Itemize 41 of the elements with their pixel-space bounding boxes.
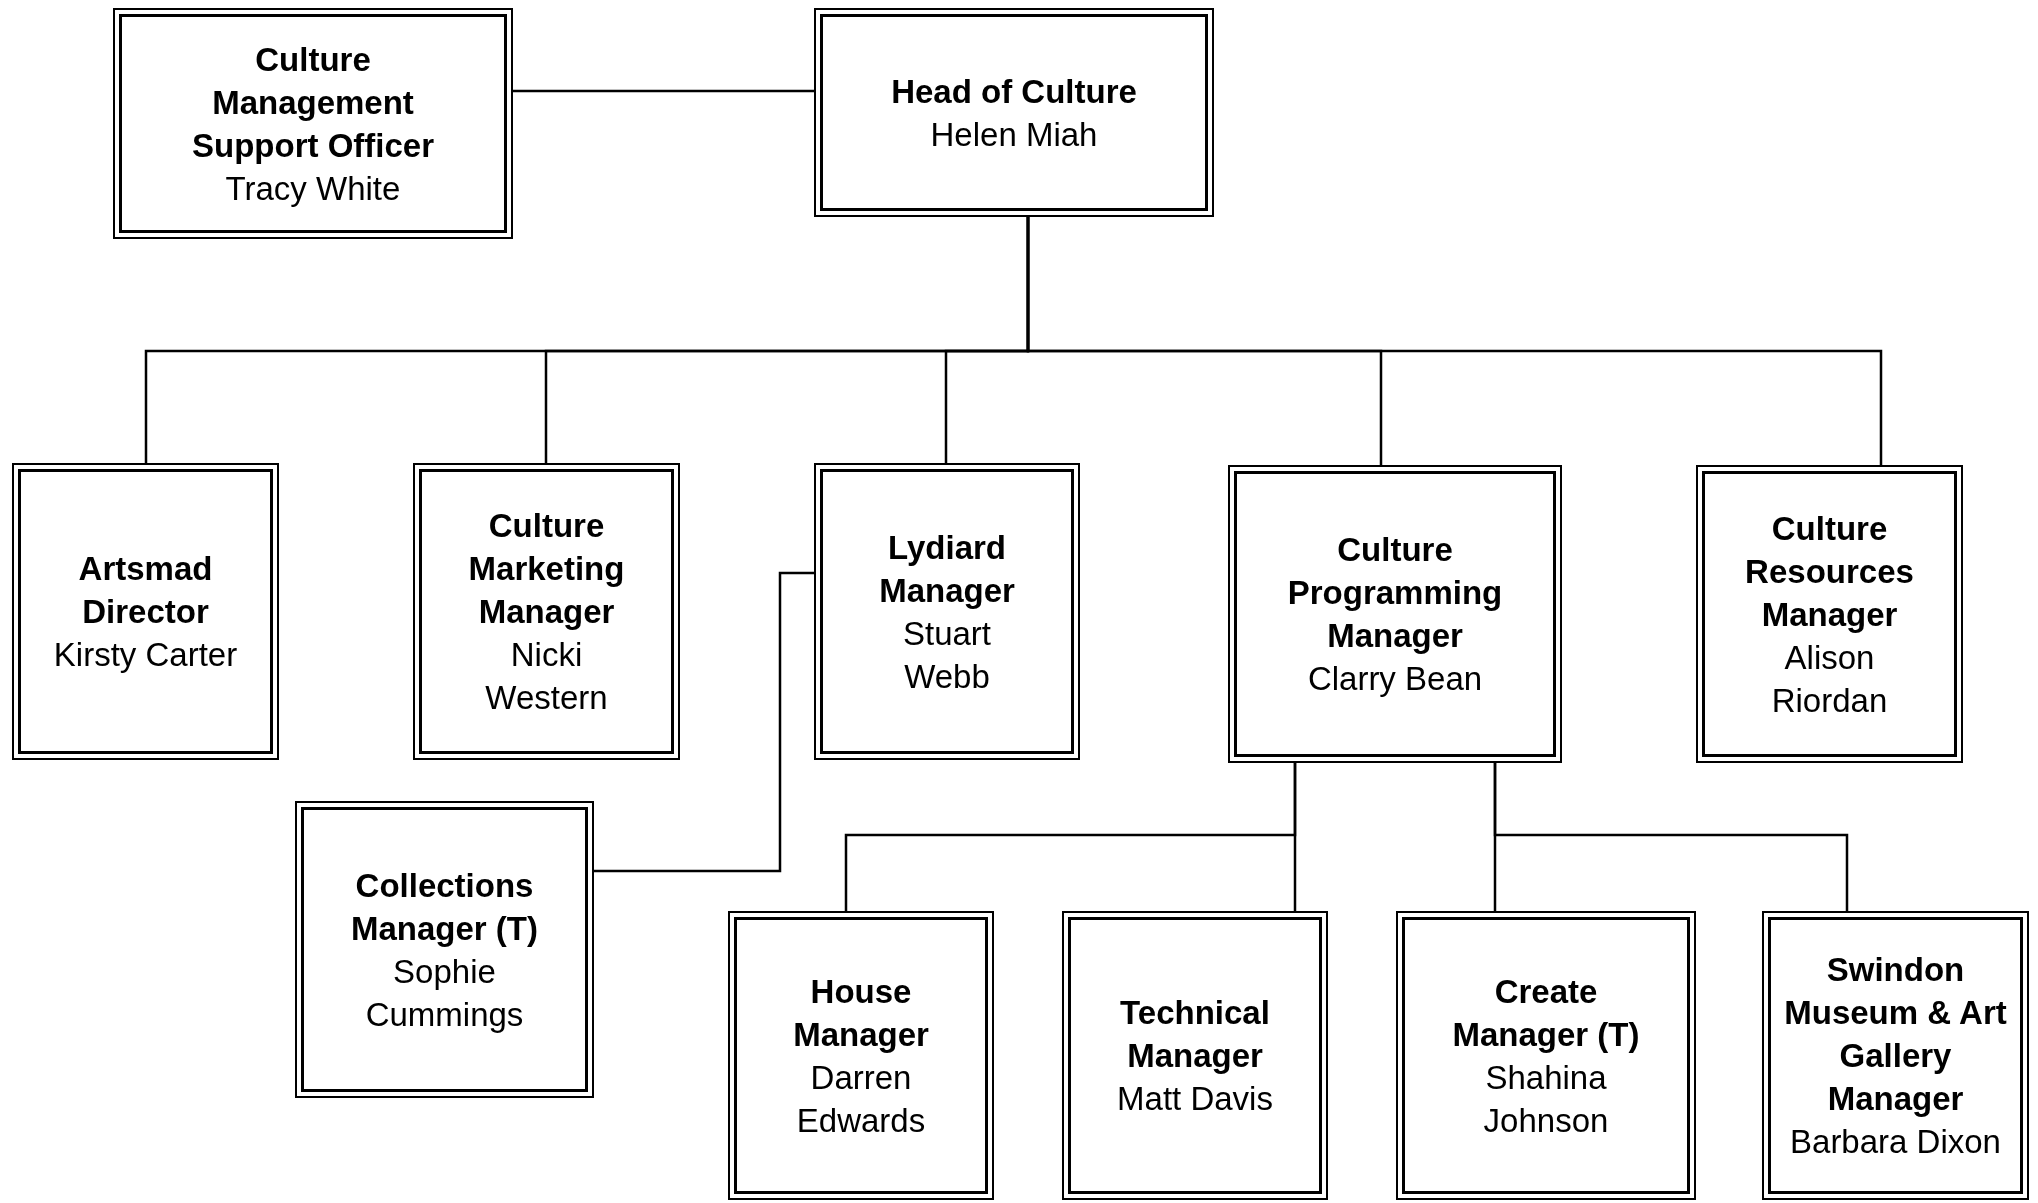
person-name: Helen Miah [930,114,1098,155]
org-chart-box [113,8,513,239]
person-name: Tracy White [225,168,401,209]
job-title: Technical Manager [1119,993,1271,1076]
person-name: Matt Davis [1117,1079,1273,1119]
org-chart-box [295,801,594,1098]
connector-line [594,571,814,873]
person-name: Shahina Johnson [1482,1057,1610,1141]
org-chart-box [413,463,680,760]
job-title: Culture Programming Manager [1286,530,1504,656]
job-title: Head of Culture [891,71,1137,112]
person-name: Nicki Western [484,635,609,718]
person-name: Barbara Dixon [1790,1122,2001,1162]
org-chart-box [1396,911,1696,1200]
job-title: Create Manager (T) [1451,971,1641,1055]
connector-line [1493,763,1849,911]
job-title: Collections Manager (T) [350,865,539,949]
org-chart-box [1228,465,1562,763]
job-title: Culture Management Support Officer [191,39,435,166]
org-chart-box [814,8,1214,217]
org-chart-box [814,463,1080,760]
job-title: Culture Resources Manager [1744,508,1915,635]
job-title: Artsmad Director [77,549,214,632]
person-name: Clarry Bean [1307,659,1483,699]
connector-line [1293,763,1297,911]
person-name: Stuart Webb [901,613,992,697]
org-chart-box [728,911,994,1200]
connector-line [513,89,814,93]
person-name: Darren Edwards [795,1057,927,1141]
person-name: Alison Riordan [1770,637,1889,721]
org-chart-box [12,463,279,760]
org-chart-box [1696,465,1963,763]
person-name: Sophie Cummings [364,951,525,1035]
org-chart-box [1762,911,2029,1200]
job-title: Culture Marketing Manager [467,506,626,632]
job-title: House Manager [792,971,930,1055]
job-title: Swindon Museum & Art Gallery Manager [1784,950,2007,1119]
org-chart-box [1062,911,1328,1200]
person-name: Kirsty Carter [53,635,238,675]
job-title: Lydiard Manager [878,527,1016,611]
connector-line [1026,217,1883,465]
